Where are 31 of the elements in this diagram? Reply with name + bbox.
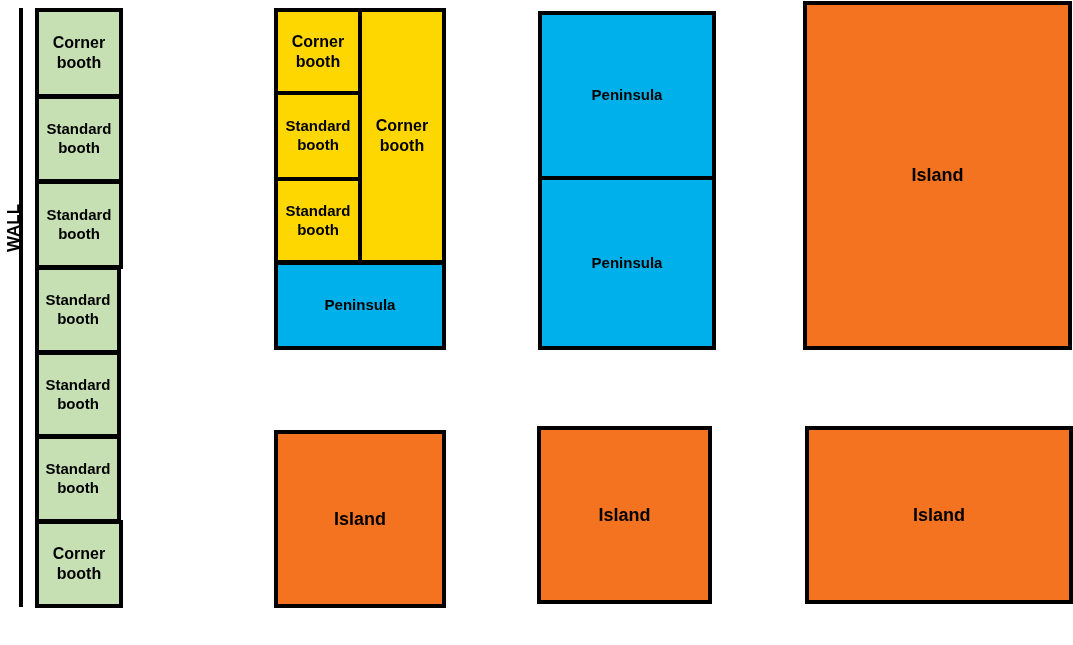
booth-label: Corner booth xyxy=(290,31,346,72)
booth-label: Peninsula xyxy=(324,296,396,315)
booth-label: Island xyxy=(913,503,965,527)
booth-space xyxy=(803,1,1072,350)
booth-label: Island xyxy=(911,164,964,187)
booth-space xyxy=(35,435,121,523)
booth-label: Island xyxy=(598,503,651,527)
booth-label: Standard booth xyxy=(45,205,113,244)
booth-space xyxy=(274,261,446,350)
booth-label: Standard booth xyxy=(44,460,112,498)
booth-label: Standard booth xyxy=(284,201,352,240)
booth-space xyxy=(274,430,446,608)
booth-space xyxy=(35,180,123,269)
booth-space xyxy=(805,426,1073,604)
wall-label: WALL xyxy=(4,203,25,253)
booth-label: Island xyxy=(334,507,386,531)
booth-label: Corner booth xyxy=(374,116,430,156)
booth-label: Standard booth xyxy=(45,120,113,158)
booth-space xyxy=(35,266,121,354)
booth-space xyxy=(35,520,123,608)
booth-label: Corner booth xyxy=(51,33,107,73)
booth-label: Standard booth xyxy=(44,291,112,329)
booth-label: Peninsula xyxy=(591,86,663,105)
booth-space xyxy=(35,8,123,98)
booth-label: Standard booth xyxy=(284,117,352,155)
booth-label: Standard booth xyxy=(44,375,112,414)
booth-space xyxy=(35,351,121,438)
booth-space xyxy=(537,426,712,604)
booth-label: Peninsula xyxy=(591,253,663,273)
booth-space xyxy=(35,95,123,183)
booth-label: Corner booth xyxy=(51,544,107,584)
